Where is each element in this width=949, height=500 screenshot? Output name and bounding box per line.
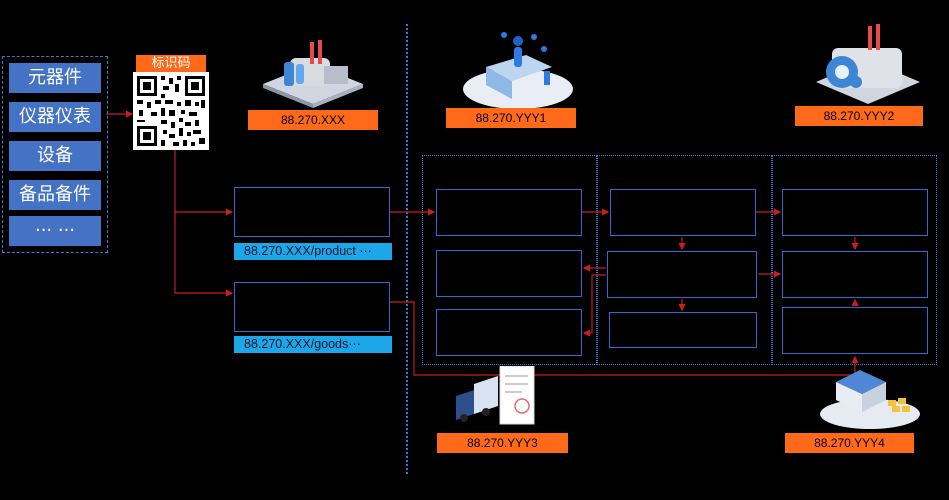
node-box-c3-r2[interactable] [782,251,928,298]
qr-label: 标识码 [136,55,206,72]
code-label-yyy1: 88.270.YYY1 [446,108,576,128]
code-label-yyy2: 88.270.YYY2 [795,106,923,126]
warehouse-icon [816,366,924,430]
node-box-c1-r2[interactable] [436,250,582,297]
node-box-c2-r3[interactable] [609,312,757,348]
node-box-c3-r1[interactable] [782,189,928,236]
arrow-goods-to-warehouse [390,301,859,376]
category-item-more[interactable]: ··· ··· [9,216,101,246]
node-group-yyy1 [422,155,597,365]
code-label-xxx: 88.270.XXX [248,110,378,130]
truck-document-icon [452,366,542,428]
category-item-equipment[interactable]: 设备 [9,141,101,171]
category-item-instruments[interactable]: 仪器仪表 [9,102,101,132]
node-box-c1-r1[interactable] [436,189,582,236]
section-divider [406,24,408,474]
arrow-qr-to-product [174,150,234,216]
category-item-spare-parts[interactable]: 备品备件 [9,180,101,210]
goods-identifier-chip[interactable]: 88.270.XXX/goods··· [234,336,392,353]
node-box-c2-r1[interactable] [610,189,756,236]
category-item-components[interactable]: 元器件 [9,63,101,93]
node-box-c2-r2[interactable] [607,251,757,298]
node-group-yyy2 [597,155,772,365]
product-record-box[interactable] [234,187,390,237]
qr-code-icon [133,72,209,150]
product-identifier-chip[interactable]: 88.270.XXX/product ··· [234,243,392,260]
node-box-c1-r3[interactable] [436,309,582,356]
code-label-yyy3: 88.270.YYY3 [437,433,568,453]
gear-factory-icon [812,24,924,106]
factory-icon [258,36,368,108]
operator-workstation-icon [456,27,576,111]
category-panel: 元器件 仪器仪表 设备 备品备件 ··· ··· [2,56,108,253]
arrow-qr-to-goods [174,212,234,297]
arrow-c2-to-c1-r3 [582,274,606,337]
code-label-yyy4: 88.270.YYY4 [785,433,914,453]
node-box-c3-r3[interactable] [782,307,928,354]
goods-record-box[interactable] [234,282,390,332]
